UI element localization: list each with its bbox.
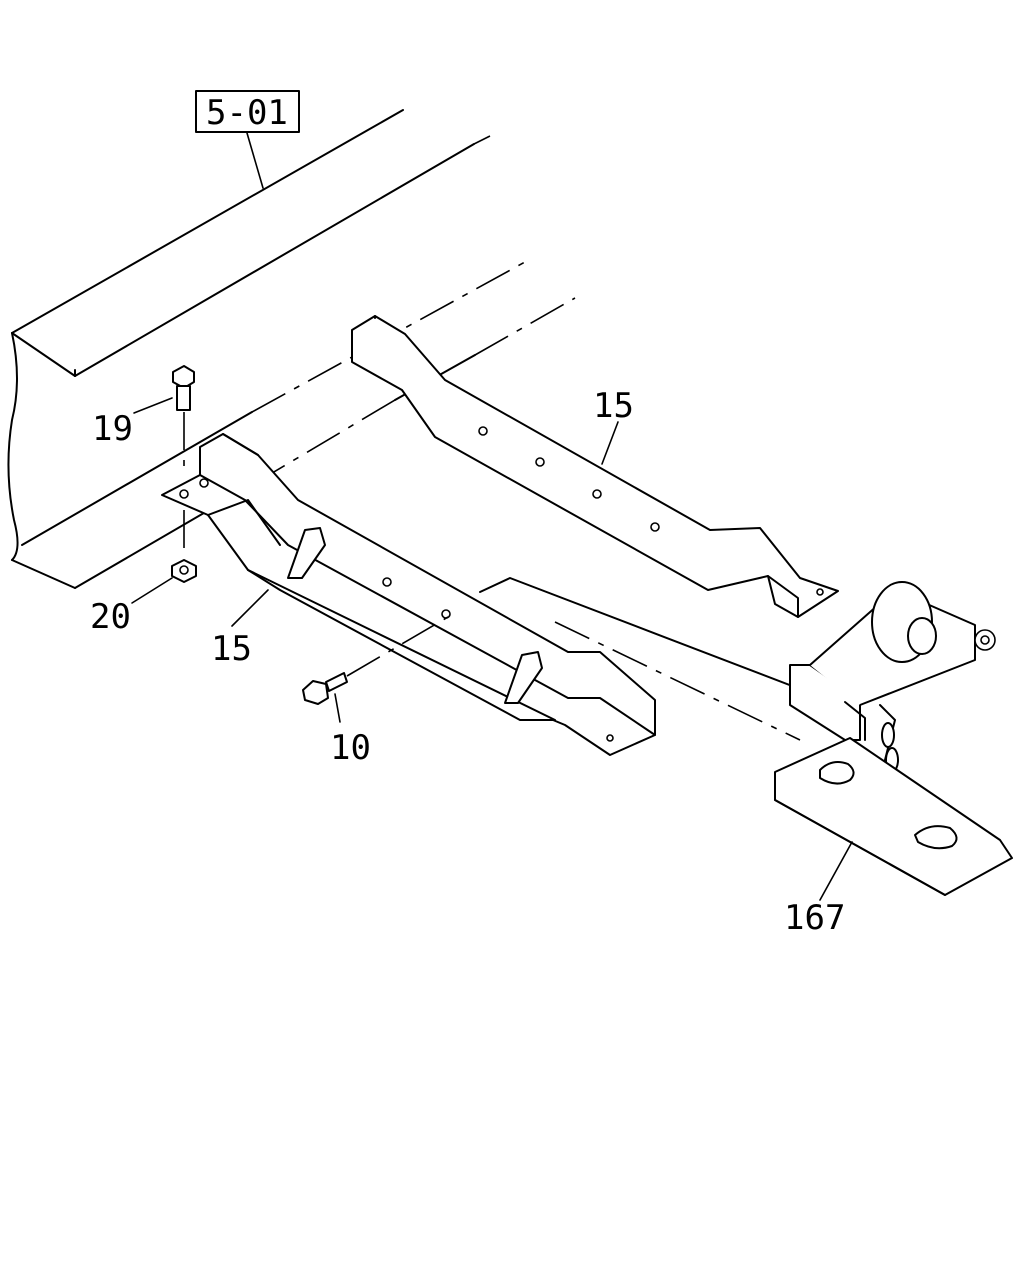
label-bolt-10: 10: [330, 728, 371, 768]
reference-box: 5-01: [195, 90, 300, 189]
tire-carrier-167: [774, 737, 1013, 901]
label-carrier-167: 167: [784, 898, 845, 938]
label-nut-20: 20: [90, 597, 131, 637]
label-front-crossmember-15: 15: [211, 629, 252, 669]
reference-box-label: 5-01: [206, 93, 288, 133]
bolt-19: [133, 365, 195, 470]
bolt-10: [302, 616, 449, 723]
rear-crossmember: [351, 315, 839, 618]
label-bolt-19: 19: [92, 409, 133, 449]
tire-winch: [789, 581, 996, 801]
frame-rail: [7, 109, 576, 589]
nut-20: [131, 510, 197, 604]
label-rear-crossmember-15: 15: [593, 386, 634, 426]
front-crossmember: [161, 433, 861, 756]
